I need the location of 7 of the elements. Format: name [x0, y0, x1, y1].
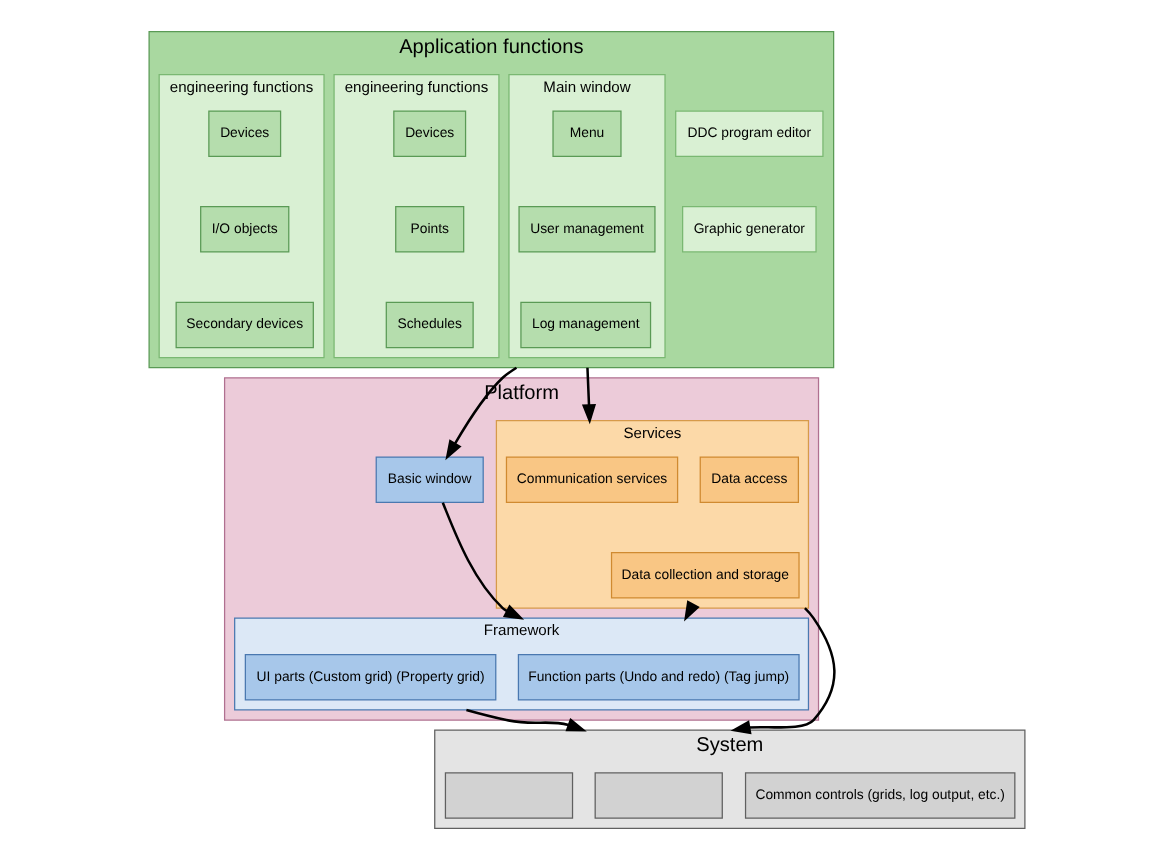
- node-box: [593, 772, 722, 819]
- arrow: [580, 367, 596, 425]
- arrow: [440, 502, 524, 620]
- arrow: [444, 366, 517, 461]
- arrow: [729, 607, 835, 735]
- arrow: [465, 708, 586, 732]
- node-box: [443, 772, 573, 819]
